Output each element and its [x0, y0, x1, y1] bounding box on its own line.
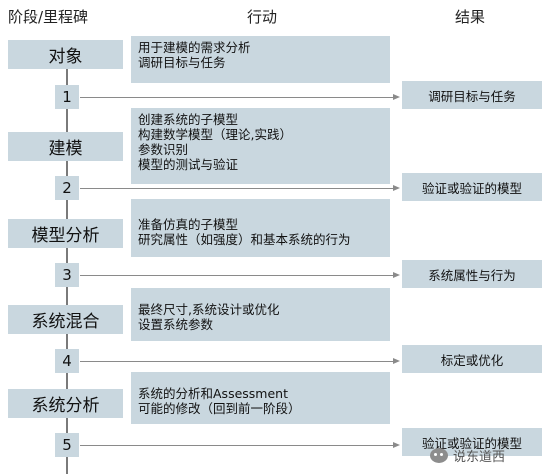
chat-icon: [430, 448, 448, 463]
phase-box-2: 建模: [8, 132, 123, 161]
header-action: 行动: [247, 8, 278, 26]
milestone-arrow-5: [80, 442, 400, 448]
result-box-1: 调研目标与任务: [402, 81, 542, 109]
action-box-5: 系统的分析和Assessment 可能的修改（回到前一阶段）: [131, 372, 390, 424]
milestone-2: 2: [55, 176, 79, 200]
action-line: 调研目标与任务: [138, 55, 226, 70]
action-line: 用于建模的需求分析: [138, 40, 251, 55]
phase-box-3: 模型分析: [8, 219, 123, 248]
milestone-arrow-1: [80, 94, 400, 100]
action-box-1: 用于建模的需求分析 调研目标与任务: [131, 36, 390, 83]
milestone-5: 5: [55, 433, 79, 457]
milestone-3: 3: [55, 263, 79, 287]
watermark: 说东道西: [430, 446, 505, 465]
action-line: 模型的测试与验证: [138, 157, 239, 172]
action-line: 创建系统的子模型: [138, 112, 239, 127]
result-box-5: 验证或验证的模型: [402, 428, 542, 456]
action-box-2: 创建系统的子模型 构建数学模型（理论,实践） 参数识别 模型的测试与验证: [131, 108, 390, 184]
action-line: 最终尺寸,系统设计或优化: [138, 302, 280, 317]
action-line: 可能的修改（回到前一阶段）: [138, 401, 301, 416]
result-box-4: 标定或优化: [402, 345, 542, 373]
phase-box-5: 系统分析: [8, 389, 123, 418]
milestone-arrow-4: [80, 358, 400, 364]
milestone-arrow-3: [80, 272, 400, 278]
action-box-4: 最终尺寸,系统设计或优化 设置系统参数: [131, 288, 390, 341]
result-box-2: 验证或验证的模型: [402, 173, 542, 201]
action-line: 研究属性（如强度）和基本系统的行为: [138, 232, 351, 247]
action-line: 参数识别: [138, 142, 189, 157]
milestone-1: 1: [55, 85, 79, 109]
milestone-4: 4: [55, 349, 79, 373]
header-result: 结果: [455, 8, 486, 26]
action-line: 系统的分析和Assessment: [138, 386, 288, 401]
watermark-text: 说东道西: [453, 450, 506, 465]
header-phase: 阶段/里程碑: [8, 8, 89, 26]
action-line: 构建数学模型（理论,实践）: [138, 127, 292, 142]
phase-box-4: 系统混合: [8, 305, 123, 334]
phase-box-1: 对象: [8, 40, 123, 69]
milestone-arrow-2: [80, 185, 400, 191]
action-box-3: 准备仿真的子模型 研究属性（如强度）和基本系统的行为: [131, 199, 390, 257]
action-line: 设置系统参数: [138, 317, 214, 332]
action-line: 准备仿真的子模型: [138, 217, 239, 232]
result-box-3: 系统属性与行为: [402, 260, 542, 288]
